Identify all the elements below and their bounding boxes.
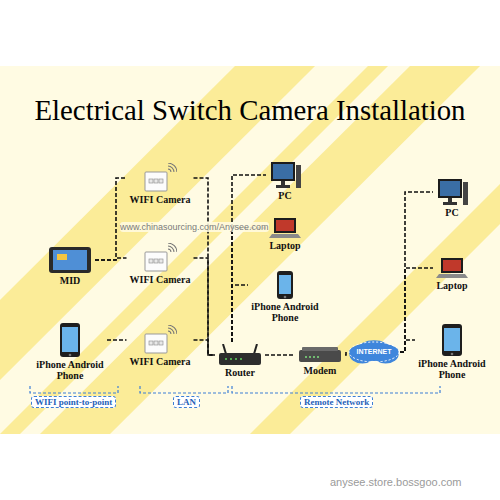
device-label: WIFI Camera xyxy=(129,194,192,205)
smartphone-node: iPhone Android Phone xyxy=(33,320,107,383)
laptop-icon xyxy=(269,217,301,239)
device-label: Router xyxy=(217,367,263,378)
smartphone-icon xyxy=(441,323,463,357)
wifi-camera-icon xyxy=(143,163,177,193)
smartphone-icon xyxy=(59,322,81,358)
device-label: iPhone Android Phone xyxy=(35,359,105,381)
yellow-ground xyxy=(0,66,500,434)
internet-cloud-node: INTERNET xyxy=(348,340,400,364)
cloud-label: INTERNET xyxy=(357,348,392,356)
device-label: PC xyxy=(268,190,302,201)
diagonal-stripes xyxy=(0,66,500,434)
diagram-title: Electrical Switch Camera Installation xyxy=(0,92,500,128)
modem-node: Modem xyxy=(295,344,345,378)
device-label: iPhone Android Phone xyxy=(250,301,320,323)
scope-brackets xyxy=(30,386,440,393)
router-icon xyxy=(218,344,262,366)
scope-label: Remote Network xyxy=(300,396,373,408)
wifi-camera-icon xyxy=(143,243,177,273)
wifi-camera-node: WIFI Camera xyxy=(127,241,194,287)
network-link xyxy=(95,258,127,260)
watermark: www.chinasourcing.com/Anysee.com xyxy=(120,222,269,232)
device-label: WIFI Camera xyxy=(129,274,192,285)
device-label: Laptop xyxy=(435,280,469,291)
smartphone-icon xyxy=(276,270,294,300)
network-link xyxy=(194,178,216,355)
mid-tablet-icon xyxy=(48,246,92,274)
device-label: iPhone Android Phone xyxy=(417,358,487,380)
network-link xyxy=(194,340,216,355)
desktop-pc-icon xyxy=(436,178,468,206)
device-label: PC xyxy=(435,207,469,218)
device-label: Laptop xyxy=(268,240,302,251)
network-link xyxy=(232,285,248,342)
network-link xyxy=(95,178,127,260)
device-label: MID xyxy=(47,275,93,286)
scope-label: LAN xyxy=(173,396,200,408)
device-label: Modem xyxy=(297,365,343,376)
network-link xyxy=(232,228,266,342)
scope-label: WIFI point-to-point xyxy=(31,396,116,408)
network-link xyxy=(400,340,415,352)
wifi-camera-node: WIFI Camera xyxy=(127,161,194,207)
desktop-pc-node: PC xyxy=(433,176,471,220)
network-link xyxy=(232,175,266,342)
network-link xyxy=(345,352,348,355)
modem-icon xyxy=(298,346,342,364)
laptop-node: Laptop xyxy=(266,215,304,253)
mid-tablet-node: MID xyxy=(45,244,95,288)
network-link xyxy=(265,354,295,356)
desktop-pc-icon xyxy=(269,161,301,189)
laptop-icon xyxy=(436,257,468,279)
network-link xyxy=(107,339,127,341)
network-link xyxy=(400,268,433,352)
router-node: Router xyxy=(215,342,265,380)
smartphone-node: iPhone Android Phone xyxy=(248,268,322,325)
watermark: anysee.store.bossgoo.com xyxy=(330,476,461,488)
smartphone-node: iPhone Android Phone xyxy=(415,321,489,382)
laptop-node: Laptop xyxy=(433,255,471,293)
device-label: WIFI Camera xyxy=(129,356,192,367)
wifi-camera-icon xyxy=(143,325,177,355)
network-link xyxy=(400,192,433,352)
wifi-camera-node: WIFI Camera xyxy=(127,323,194,369)
network-link xyxy=(194,258,216,355)
desktop-pc-node: PC xyxy=(266,159,304,203)
